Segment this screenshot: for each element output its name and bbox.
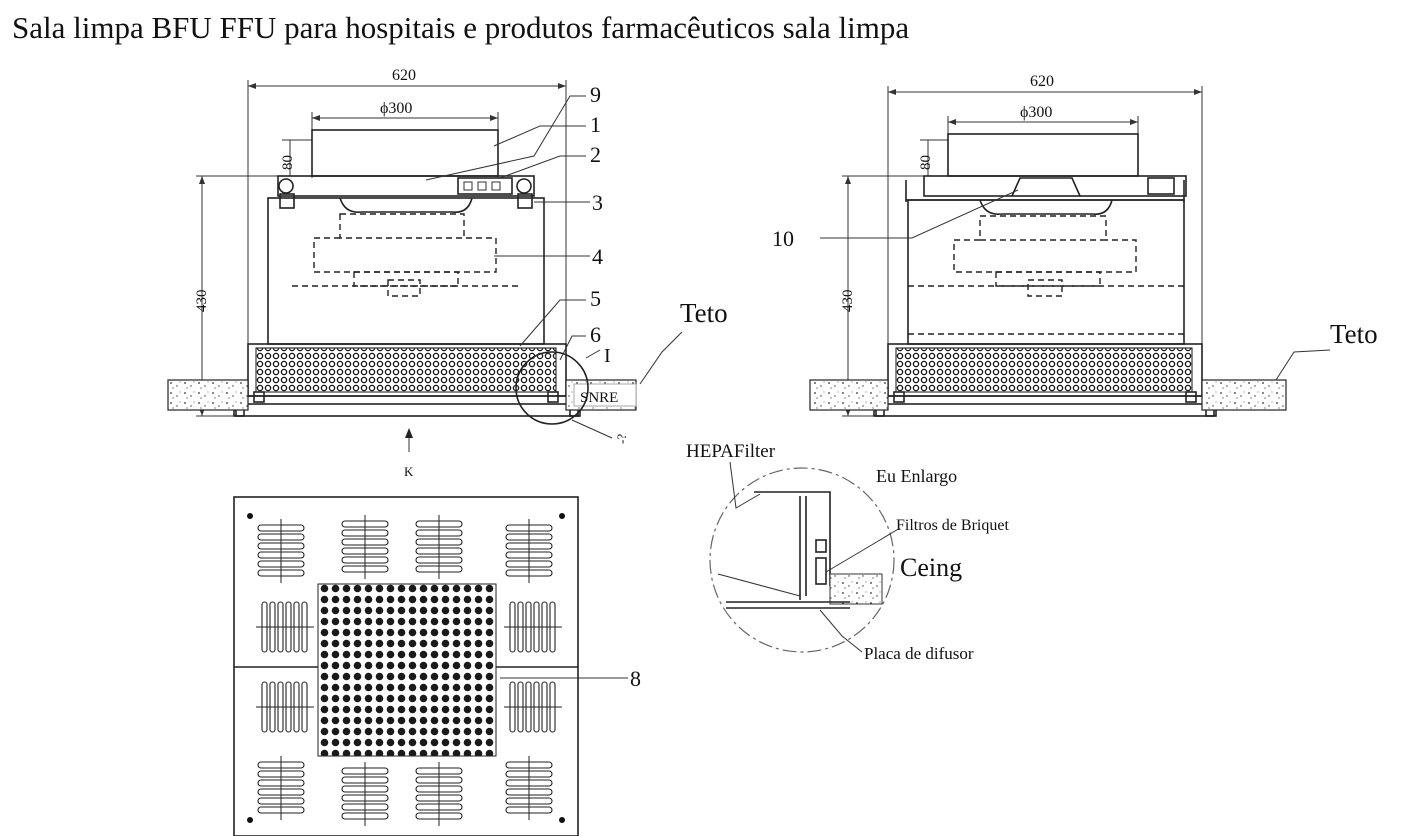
diffuser-perforated-center	[317, 583, 497, 757]
right-ceiling-slab-right	[1201, 379, 1287, 411]
diffuser-louvers	[256, 515, 562, 826]
left-dim-diameter: ϕ300	[311, 100, 499, 178]
louver-vertical	[256, 601, 314, 653]
callout-5: 5	[590, 286, 601, 311]
right-diffuser-plate	[875, 403, 1215, 417]
left-ceiling-slab-left	[167, 379, 249, 411]
right-hepa-filter-mesh	[895, 347, 1193, 393]
left-hepa-filter-mesh	[255, 347, 557, 393]
callout-4: 4	[592, 244, 603, 269]
left-view-label: K	[404, 464, 414, 479]
left-sensor-label: SNRE	[580, 390, 618, 406]
right-ceiling-label: Teto	[1330, 319, 1378, 349]
louver-horizontal	[505, 756, 553, 820]
louver-vertical	[504, 681, 562, 733]
left-callouts: 9 1 2 3 4 5 6	[425, 82, 603, 361]
right-ceiling-slab-left	[809, 379, 889, 411]
callout-8: 8	[630, 666, 641, 691]
callout-3: 3	[592, 190, 603, 215]
louver-horizontal	[341, 762, 389, 826]
louver-vertical	[256, 681, 314, 733]
right-dim-diameter: ϕ300	[947, 104, 1139, 176]
right-fan-housing-top	[947, 133, 1139, 177]
right-dim-width: 620	[887, 73, 1203, 345]
detail-briquet-label: Filtros de Briquet	[896, 517, 1009, 534]
louver-horizontal	[415, 515, 463, 579]
callout-10: 10	[772, 226, 794, 251]
left-dim-width: 620	[247, 67, 567, 345]
detail-ceiling-label: Ceing	[900, 553, 962, 582]
left-fan-motor-hidden	[292, 213, 520, 297]
louver-horizontal	[257, 756, 305, 820]
left-dim-height-label: 430	[194, 290, 210, 313]
left-dim-height: 430	[194, 175, 278, 417]
left-top-plate	[277, 175, 535, 197]
left-fan-housing-top	[311, 129, 499, 177]
left-elevation-view: 620 ϕ300 80 430	[167, 67, 728, 479]
page-title: Sala limpa BFU FFU para hospitais e prod…	[12, 10, 910, 45]
left-dim-diameter-label: ϕ300	[380, 100, 412, 117]
left-ceiling-label: Teto	[680, 298, 728, 328]
right-dim-top-label: 80	[918, 155, 934, 170]
detail-ceiling-block	[829, 573, 883, 605]
right-top-plate	[923, 175, 1187, 197]
left-dim-top-label: 80	[280, 155, 296, 170]
callout-9: 9	[590, 82, 601, 107]
right-dim-height-label: 430	[840, 290, 856, 313]
louver-horizontal	[415, 762, 463, 826]
left-clamp-left	[278, 178, 294, 194]
left-sensor-box	[573, 383, 637, 407]
left-detail-ref: I	[604, 345, 611, 367]
right-elevation-view: 620 ϕ300 80 430	[772, 73, 1378, 417]
louver-horizontal	[257, 519, 305, 583]
left-view-arrow: K	[404, 428, 414, 479]
left-dim-width-label: 620	[392, 67, 416, 84]
right-dim-top: 80	[918, 139, 948, 176]
louver-vertical	[504, 601, 562, 653]
left-control-panel	[457, 177, 513, 195]
louver-horizontal	[341, 515, 389, 579]
detail-enlarge-circle	[709, 467, 895, 653]
louver-horizontal	[505, 519, 553, 583]
left-detail-tag: -?	[614, 434, 629, 444]
callout-2: 2	[590, 142, 601, 167]
left-detail-circle	[515, 351, 589, 425]
left-clamp-right	[516, 178, 532, 194]
right-dim-width-label: 620	[1030, 73, 1054, 90]
callout-6: 6	[590, 322, 601, 347]
left-box-body	[267, 197, 545, 345]
right-dim-diameter-label: ϕ300	[1020, 104, 1052, 121]
detail-hepa-label: HEPAFilter	[686, 441, 776, 462]
diffuser-plan-view: 8	[233, 496, 641, 836]
detail-plate-label: Placa de difusor	[864, 644, 974, 663]
detail-enlarge-label: Eu Enlargo	[876, 466, 957, 486]
callout-1: 1	[590, 112, 601, 137]
enlarged-detail-view: HEPAFilter Eu Enlargo Filtros de Briquet…	[686, 441, 1009, 663]
left-dim-top: 80	[280, 139, 312, 176]
right-fan-motor-hidden	[908, 215, 1184, 335]
